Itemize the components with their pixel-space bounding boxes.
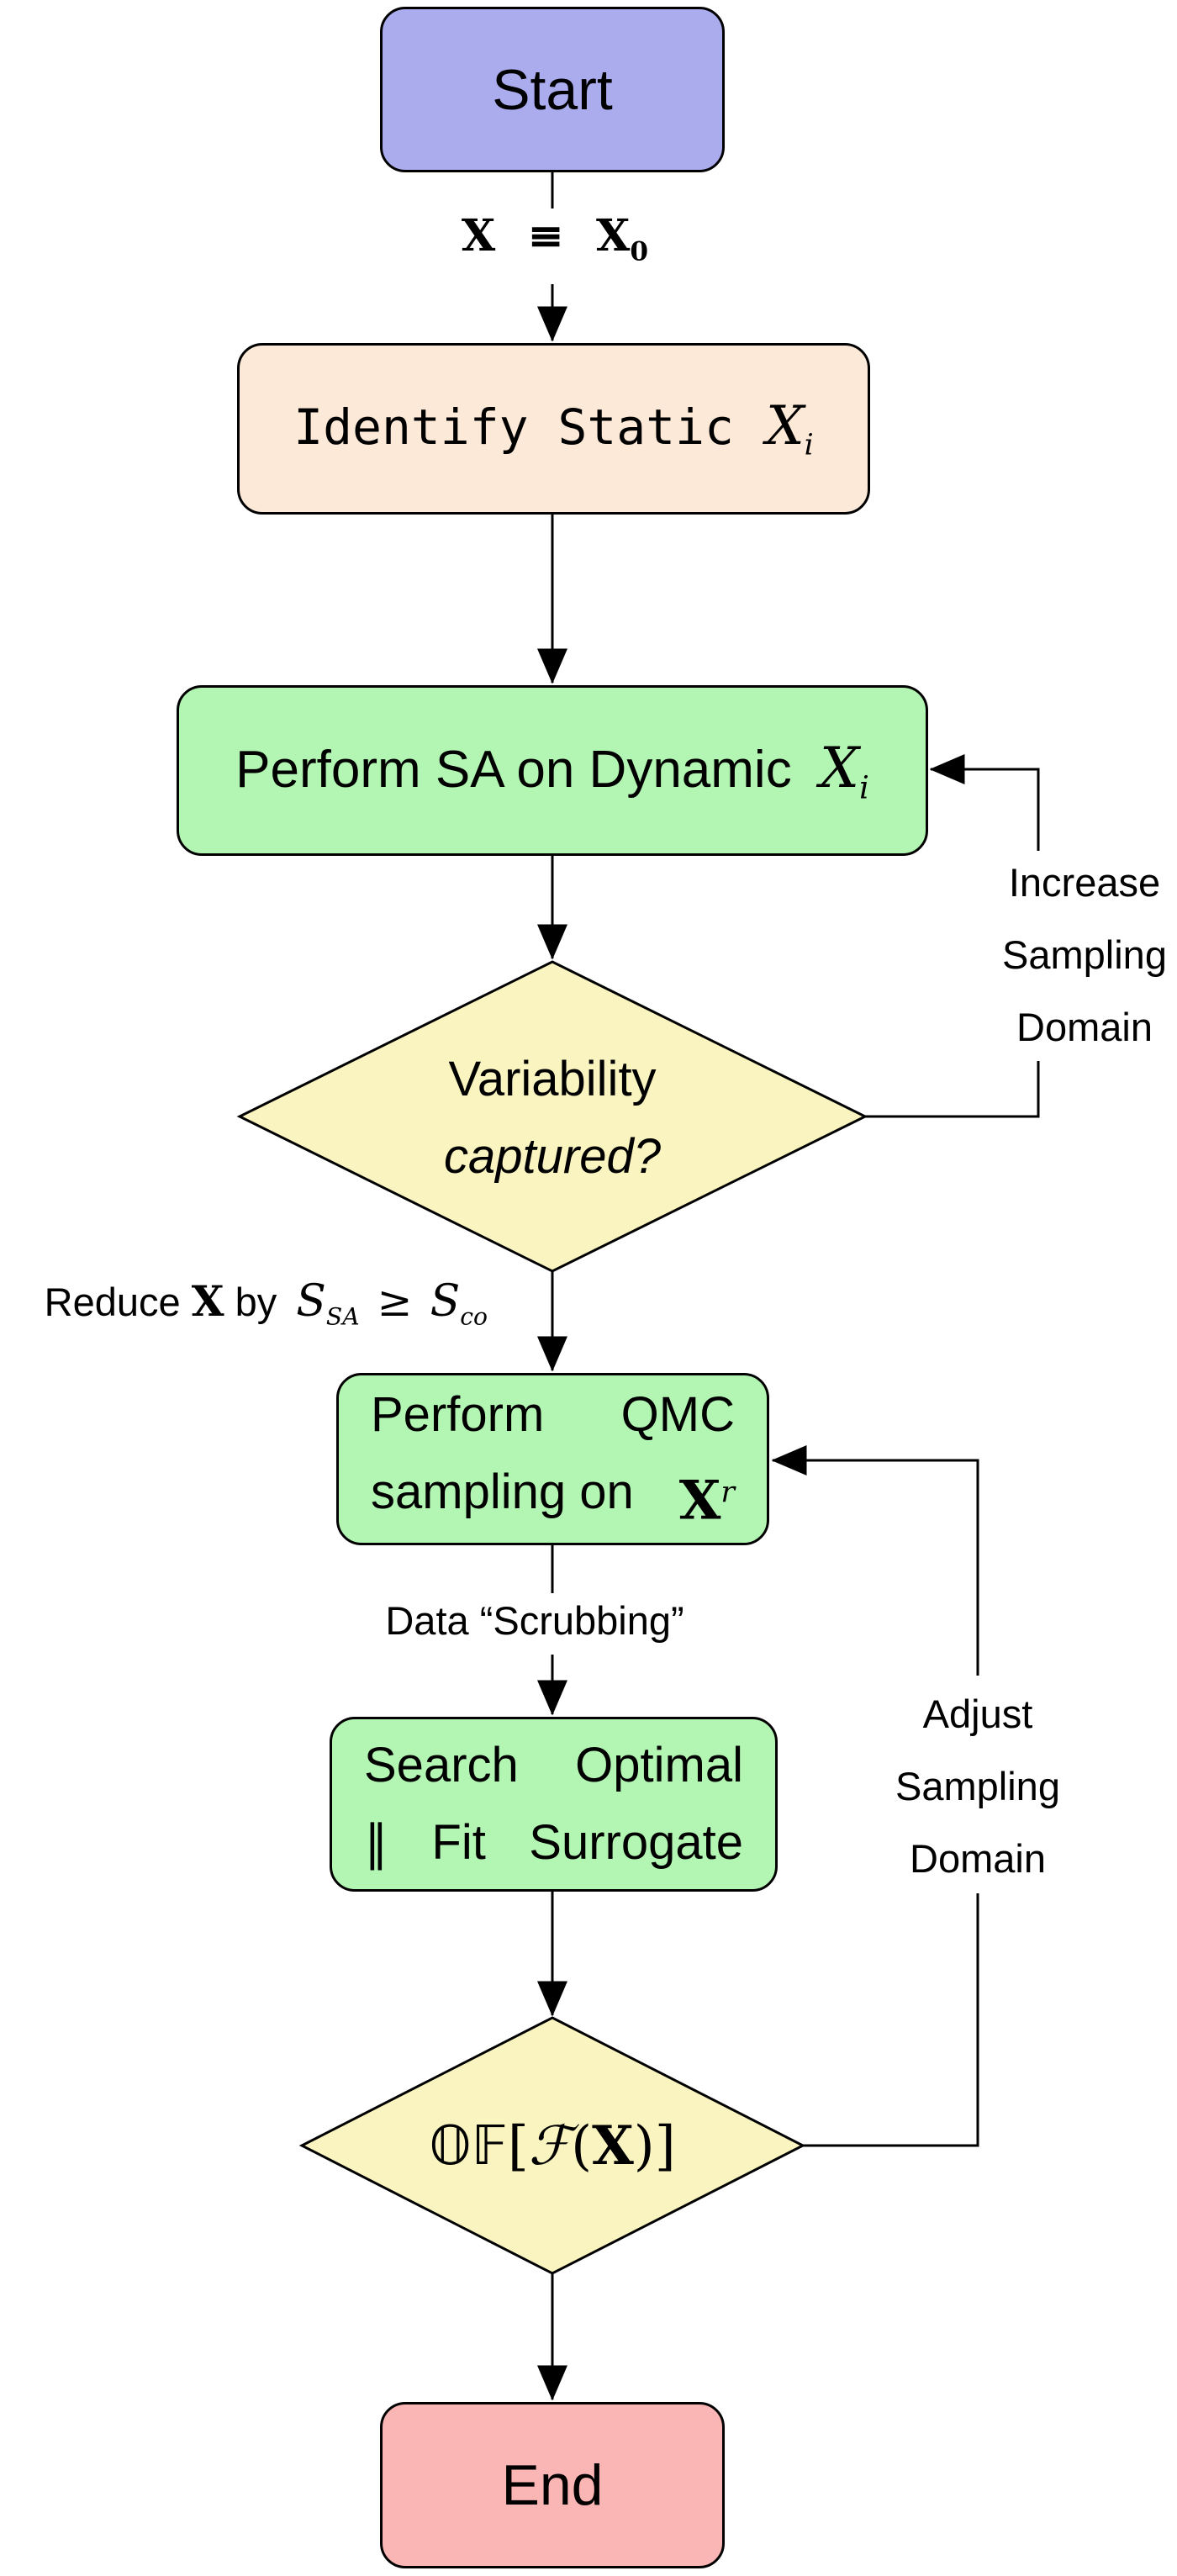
start-label: Start [492,57,613,122]
parallel-symbol: ∥ [364,1814,388,1871]
edge-label-adjust-sampling-domain: Adjust Sampling Domain [895,1692,1060,1881]
edge-loop-increase-a [865,1061,1040,1118]
sa-math-var: X [819,735,859,800]
double-struck-of: 𝕆𝔽 [429,2115,508,2177]
perform-qmc-node: Perform QMC sampling on Xr [336,1373,769,1545]
decision-objective-diamond [298,2016,806,2275]
decision-objective-label: 𝕆𝔽[ℱ(X)] [429,2114,676,2177]
edge-loop-increase-b [929,754,1040,851]
end-node: End [380,2402,725,2568]
identify-math-sub: i [804,428,814,462]
script-f: ℱ [528,2115,572,2177]
edge-label-data-scrubbing: Data “Scrubbing” [385,1598,684,1643]
sa-math-sub: i [858,768,869,806]
search-optimal-node: Search Optimal ∥ Fit Surrogate [330,1717,778,1892]
decision-variability-label: Variability captured? [444,1052,661,1184]
identify-label: Identify Static [293,399,734,457]
perform-sa-node: Perform SA on Dynamic Xi [177,685,928,856]
end-label: End [501,2453,604,2517]
qmc-math-var: X [678,1469,721,1533]
start-node: Start [380,7,725,172]
sa-label: Perform SA on Dynamic [235,740,792,799]
edge-loop-adjust-a [803,1893,979,2147]
edge-label-increase-sampling-domain: Increase Sampling Domain [1002,860,1167,1049]
edge-label-initialization: X ≡ X0 [461,210,649,267]
geq-symbol: ≥ [377,1277,413,1326]
identify-math-var: X [766,395,805,458]
decision-variability-diamond [236,960,868,1273]
equiv-symbol: ≡ [527,210,564,261]
qmc-math-sup: r [720,1475,735,1510]
identify-static-node: Identify Static Xi [237,343,870,515]
edge-label-reduce: Reduce X by SSA ≥ Sco [44,1276,488,1331]
edge-loop-adjust-b [771,1445,979,1676]
